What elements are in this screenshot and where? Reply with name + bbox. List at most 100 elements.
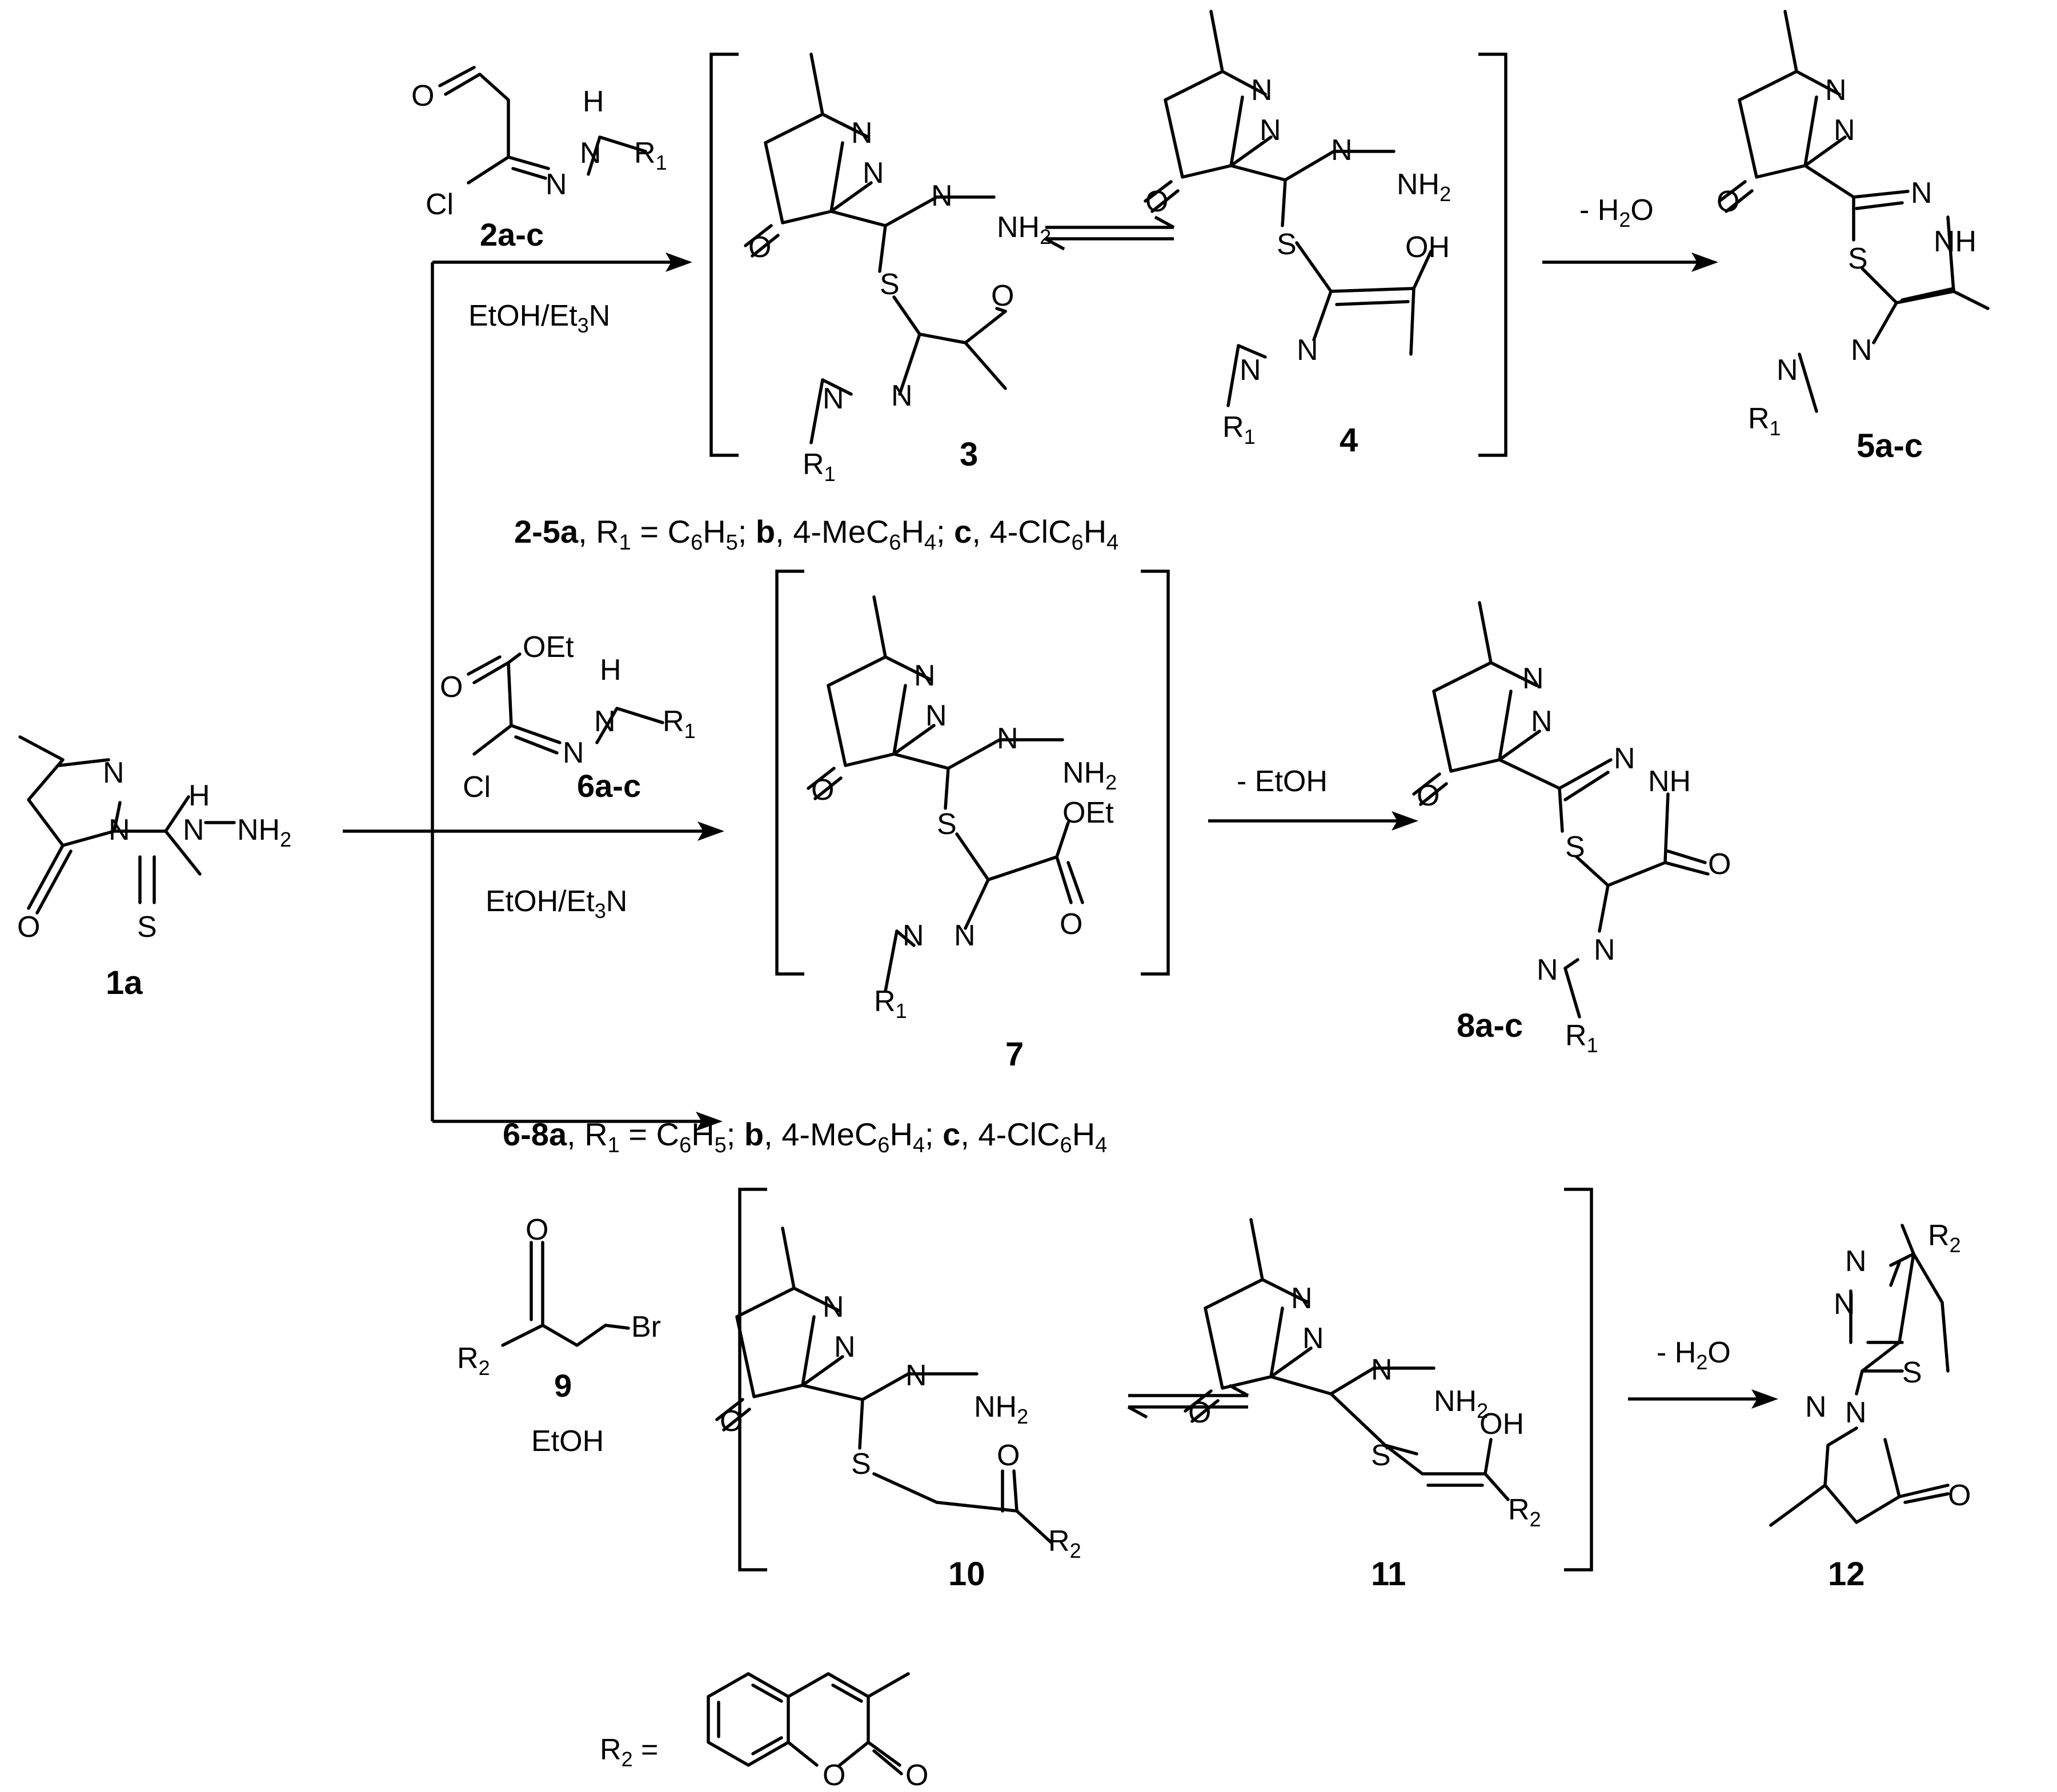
- arrow-head: [665, 252, 692, 272]
- atom-N: N: [891, 379, 913, 412]
- atom-N: N: [931, 179, 953, 213]
- bracket-left-7: [775, 570, 804, 976]
- atom-NH2: NH2: [1062, 756, 1117, 794]
- compound-7-structure: [807, 595, 1084, 993]
- atom-N: N: [1845, 1245, 1867, 1278]
- label-6a-c: 6a-c: [577, 768, 641, 804]
- atom-NH: NH: [1934, 225, 1976, 258]
- atom-N: N: [1825, 74, 1847, 107]
- atom-NH2: NH2: [974, 1390, 1028, 1428]
- atom-N: N: [1537, 953, 1558, 987]
- atom-R2: R2: [457, 1342, 490, 1380]
- atom-N: N: [1845, 1396, 1867, 1429]
- compound-11-structure: [1184, 1218, 1510, 1501]
- atom-N: N: [580, 137, 602, 170]
- atom-N: N: [1302, 1322, 1324, 1355]
- atom-N: N: [1614, 742, 1635, 775]
- atom-N: N: [103, 756, 125, 789]
- atom-N: N: [905, 1359, 927, 1392]
- atom-OEt: OEt: [523, 631, 574, 664]
- atom-R1: R1: [663, 705, 696, 743]
- atom-N: N: [834, 1330, 856, 1364]
- atom-N: N: [863, 157, 884, 190]
- r2-definition-label: R2 =: [600, 1733, 658, 1771]
- arrow-head: [1751, 1389, 1778, 1409]
- atom-N: N: [1805, 1390, 1827, 1424]
- atom-S: S: [1277, 228, 1297, 261]
- atom-O: O: [1417, 779, 1440, 812]
- atom-N: N: [823, 382, 844, 415]
- atom-O: O: [1708, 848, 1731, 881]
- bracket-left-3-4: [709, 53, 739, 457]
- atom-N: N: [183, 813, 205, 847]
- atom-R1: R1: [874, 985, 907, 1023]
- atom-OH: OH: [1479, 1408, 1524, 1441]
- label-3: 3: [960, 436, 978, 473]
- atom-N: N: [1240, 354, 1261, 387]
- atom-O: O: [440, 671, 463, 704]
- atom-N: N: [546, 168, 567, 201]
- atom-N: N: [1911, 177, 1932, 210]
- label-5a-c: 5a-c: [1856, 427, 1923, 464]
- atom-O: O: [997, 1439, 1020, 1472]
- atom-N: N: [914, 659, 936, 692]
- atom-O: O: [1717, 185, 1739, 218]
- atom-NH: NH: [1648, 765, 1691, 798]
- atom-O: O: [1948, 1479, 1971, 1512]
- atom-N: N: [1531, 705, 1553, 738]
- atom-O: O: [1145, 185, 1168, 218]
- atom-N: N: [1331, 134, 1353, 167]
- atom-NH2: NH2: [237, 813, 291, 851]
- brackets: [709, 53, 1593, 1571]
- atom-S: S: [937, 808, 957, 841]
- condition-ethanol: EtOH: [531, 1425, 604, 1458]
- atom-R1: R1: [1748, 402, 1781, 440]
- compound-12-structure: [1769, 1224, 1950, 1527]
- atom-O: O: [17, 911, 40, 944]
- atom-N: N: [903, 919, 924, 952]
- atom-O: O: [411, 79, 434, 113]
- atom-N: N: [1251, 74, 1273, 107]
- condition-minus-water-1: - H2O: [1579, 194, 1654, 231]
- label-11: 11: [1371, 1556, 1406, 1593]
- bracket-right-3-4: [1478, 53, 1507, 457]
- atom-O: O: [905, 1759, 928, 1792]
- atom-R2: R2: [1928, 1219, 1961, 1257]
- arrow-head: [1392, 811, 1418, 831]
- atom-NH2: NH2: [1397, 168, 1451, 206]
- label-12: 12: [1828, 1556, 1865, 1593]
- atom-OH: OH: [1405, 231, 1450, 264]
- compound-10-structure: [715, 1226, 1053, 1544]
- atom-H: H: [583, 85, 604, 118]
- atom-NH2: NH2: [1434, 1385, 1488, 1422]
- atom-R1: R1: [1565, 1019, 1598, 1057]
- atom-Cl: Cl: [463, 771, 491, 804]
- atom-N: N: [997, 722, 1019, 755]
- atom-O: O: [720, 1405, 743, 1438]
- atom-R1: R1: [803, 448, 836, 486]
- atom-S: S: [1565, 831, 1585, 864]
- atom-O: O: [748, 231, 771, 264]
- bracket-right-7: [1141, 570, 1170, 976]
- atom-N: N: [925, 699, 947, 732]
- atom-N: N: [851, 117, 873, 150]
- atom-R2: R2: [1508, 1493, 1541, 1531]
- atom-NH2: NH2: [997, 211, 1051, 248]
- atom-Br: Br: [631, 1310, 661, 1344]
- compound-1a-structure: [18, 735, 236, 915]
- atom-N: N: [109, 813, 130, 847]
- substituent-legend-1: 2-5a, R1 = C6H5; b, 4-MeC6H4; c, 4-ClC6H…: [514, 514, 1118, 555]
- arrow-head: [696, 1112, 723, 1131]
- condition-etoh-et3n-2: EtOH/Et3N: [486, 885, 627, 923]
- atom-R1: R1: [634, 137, 667, 174]
- atom-S: S: [851, 1448, 871, 1481]
- label-4: 4: [1340, 422, 1358, 459]
- condition-minus-water-2: - H2O: [1657, 1336, 1731, 1374]
- label-8a-c: 8a-c: [1457, 1007, 1523, 1044]
- atom-N: N: [1291, 1282, 1313, 1315]
- label-2a-c: 2a-c: [480, 217, 544, 252]
- atom-O: O: [811, 773, 834, 807]
- atom-N: N: [954, 919, 976, 952]
- atom-S: S: [137, 911, 157, 944]
- atom-N: N: [1260, 114, 1281, 147]
